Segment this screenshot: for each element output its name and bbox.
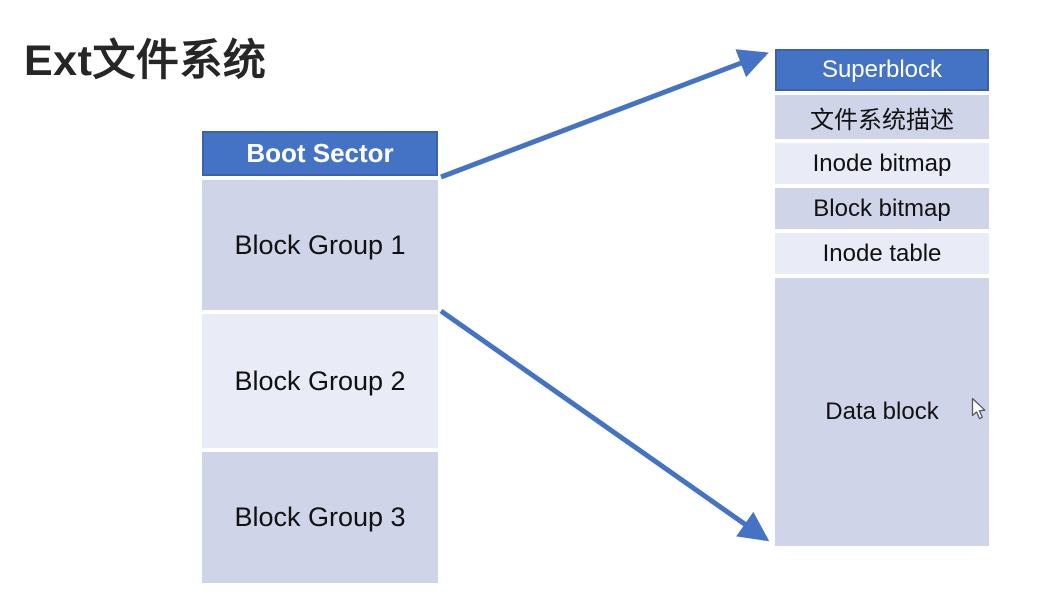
inode-bitmap-label: Inode bitmap bbox=[812, 149, 952, 177]
block-group-1-box: Block Group 1 bbox=[202, 180, 438, 310]
arrow-blockgroup1-to-datablock bbox=[439, 308, 770, 542]
filesystem-description-box: 文件系统描述 bbox=[775, 95, 989, 139]
boot-sector-header: Boot Sector bbox=[202, 131, 438, 176]
page-title: Ext文件系统 bbox=[24, 37, 267, 85]
block-group-3-label: Block Group 3 bbox=[234, 502, 406, 532]
arrow-boot-to-superblock bbox=[440, 49, 769, 180]
filesystem-description-label: 文件系统描述 bbox=[810, 106, 954, 134]
inode-table-label: Inode table bbox=[822, 239, 942, 267]
block-group-3-box: Block Group 3 bbox=[202, 452, 438, 583]
superblock-header: Superblock bbox=[775, 49, 989, 91]
block-group-1-label: Block Group 1 bbox=[234, 229, 406, 260]
inode-bitmap-box: Inode bitmap bbox=[775, 143, 989, 184]
data-block-box: Data block bbox=[775, 278, 989, 546]
data-block-label: Data block bbox=[825, 398, 939, 425]
block-bitmap-label: Block bitmap bbox=[813, 194, 951, 222]
superblock-label: Superblock bbox=[821, 56, 943, 83]
block-group-2-label: Block Group 2 bbox=[234, 365, 406, 396]
boot-sector-label: Boot Sector bbox=[246, 138, 394, 168]
inode-table-box: Inode table bbox=[775, 233, 989, 274]
block-bitmap-box: Block bitmap bbox=[775, 188, 989, 229]
block-group-2-box: Block Group 2 bbox=[202, 314, 438, 448]
